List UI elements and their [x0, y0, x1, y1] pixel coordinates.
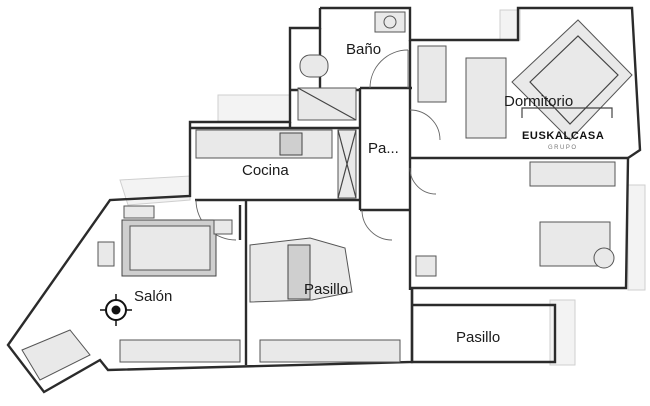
- kitchen-counter: [195, 129, 357, 199]
- label-dormitorio: Dormitorio: [504, 93, 573, 110]
- label-pasillo-short: Pa...: [368, 140, 399, 157]
- compass-icon: [100, 294, 132, 326]
- walls: [6, 6, 642, 394]
- hall-furniture: [249, 237, 401, 363]
- room-labels: Baño Dormitorio Pa... Cocina Salón Pasil…: [134, 41, 573, 346]
- label-pasillo-center: Pasillo: [304, 281, 348, 298]
- living-furniture: [21, 205, 241, 381]
- right-room-furniture: [415, 161, 616, 277]
- label-cocina: Cocina: [242, 162, 289, 179]
- bathroom-fixtures: [297, 11, 406, 121]
- bedroom-furniture: [417, 19, 633, 141]
- label-pasillo-right: Pasillo: [456, 329, 500, 346]
- label-salon: Salón: [134, 288, 172, 305]
- watermark-sub: GRUPO: [548, 145, 578, 151]
- label-bano: Baño: [346, 41, 381, 58]
- watermark-brand: EUSKALCASA: [522, 130, 604, 142]
- watermark: EUSKALCASA GRUPO: [521, 107, 613, 151]
